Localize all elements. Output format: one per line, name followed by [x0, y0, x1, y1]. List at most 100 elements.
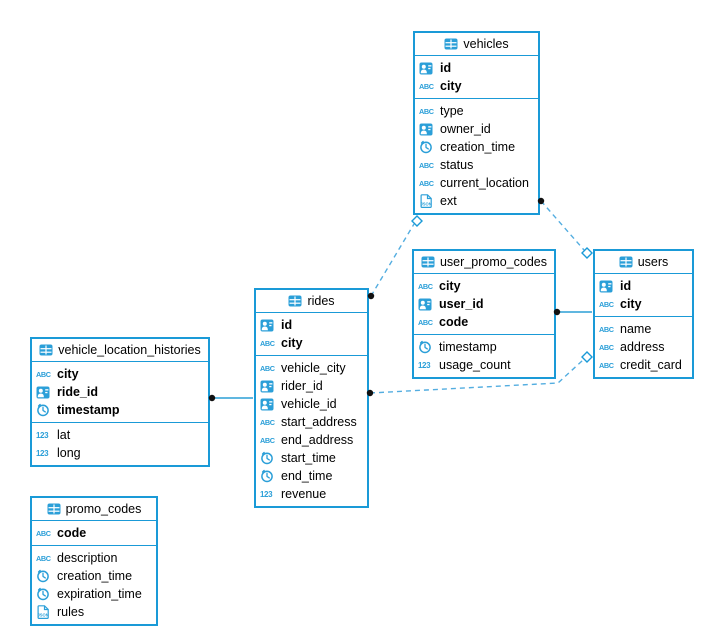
column-row[interactable]: end_time — [256, 467, 367, 485]
column-name: current_location — [440, 176, 529, 190]
svg-text:ABC: ABC — [599, 300, 615, 309]
column-row[interactable]: vehicle_id — [256, 395, 367, 413]
column-row[interactable]: ABC status — [415, 156, 538, 174]
column-row[interactable]: user_id — [414, 295, 554, 313]
id-badge-icon — [599, 280, 616, 293]
column-row[interactable]: ABC city — [595, 295, 692, 313]
column-row[interactable]: ABC end_address — [256, 431, 367, 449]
svg-text:ABC: ABC — [419, 161, 435, 170]
abc-text-icon: ABC — [419, 81, 436, 91]
column-name: expiration_time — [57, 587, 142, 601]
table-user-promo-codes[interactable]: user_promo_codes ABC city user_id ABC co… — [412, 249, 556, 379]
column-row[interactable]: ABC code — [414, 313, 554, 331]
column-row[interactable]: ABC city — [32, 365, 208, 383]
column-name: revenue — [281, 487, 327, 501]
relationship-user_promo_codes-users[interactable] — [553, 308, 592, 316]
svg-text:ABC: ABC — [418, 282, 434, 291]
svg-text:ABC: ABC — [599, 361, 615, 370]
table-header[interactable]: user_promo_codes — [414, 251, 554, 274]
column-name: timestamp — [439, 340, 497, 354]
abc-text-icon: ABC — [260, 417, 277, 427]
table-rides[interactable]: rides id ABC city ABC vehicle_city rider… — [254, 288, 369, 508]
abc-text-icon: ABC — [599, 299, 616, 309]
table-header[interactable]: vehicles — [415, 33, 538, 56]
column-name: timestamp — [57, 403, 120, 417]
column-row[interactable]: ABC address — [595, 338, 692, 356]
table-icon — [39, 344, 53, 356]
column-row[interactable]: start_time — [256, 449, 367, 467]
column-row[interactable]: ABC type — [415, 102, 538, 120]
primary-key-section: id ABC city — [415, 56, 538, 98]
abc-text-icon: ABC — [260, 363, 277, 373]
column-row[interactable]: ABC current_location — [415, 174, 538, 192]
column-name: code — [439, 315, 469, 329]
column-name: id — [620, 279, 632, 293]
column-row[interactable]: ride_id — [32, 383, 208, 401]
column-row[interactable]: ABC city — [415, 77, 538, 95]
table-promo-codes[interactable]: promo_codes ABC code ABC description cre… — [30, 496, 158, 626]
table-vehicles[interactable]: vehicles id ABC city ABC type owner_id — [413, 31, 540, 215]
column-name: city — [281, 336, 303, 350]
column-name: id — [440, 61, 452, 75]
relationship-diamond-end — [581, 351, 593, 363]
column-name: start_address — [281, 415, 357, 429]
column-row[interactable]: rider_id — [256, 377, 367, 395]
primary-key-section: id ABC city — [595, 274, 692, 316]
column-row[interactable]: 123 long — [32, 444, 208, 462]
column-row[interactable]: expiration_time — [32, 585, 156, 603]
column-section: ABC description creation_time expiration… — [32, 545, 156, 624]
primary-key-section: ABC city user_id ABC code — [414, 274, 554, 334]
column-row[interactable]: ABC name — [595, 320, 692, 338]
abc-text-icon: ABC — [36, 553, 53, 563]
column-name: usage_count — [439, 358, 511, 372]
column-row[interactable]: ABC code — [32, 524, 156, 542]
column-row[interactable]: ABC start_address — [256, 413, 367, 431]
column-row[interactable]: id — [256, 316, 367, 334]
column-row[interactable]: ABC vehicle_city — [256, 359, 367, 377]
column-row[interactable]: owner_id — [415, 120, 538, 138]
abc-text-icon: ABC — [419, 178, 436, 188]
relationship-vehicle_location_histories-rides[interactable] — [208, 394, 253, 402]
table-header[interactable]: vehicle_location_histories — [32, 339, 208, 362]
table-name: rides — [307, 294, 335, 308]
column-row[interactable]: id — [415, 59, 538, 77]
column-row[interactable]: ABC description — [32, 549, 156, 567]
svg-text:ABC: ABC — [418, 318, 434, 327]
column-row[interactable]: 123 lat — [32, 426, 208, 444]
id-badge-icon — [260, 380, 277, 393]
column-row[interactable]: 123 usage_count — [414, 356, 554, 374]
column-row[interactable]: ABC city — [414, 277, 554, 295]
column-row[interactable]: ABC credit_card — [595, 356, 692, 374]
abc-text-icon: ABC — [418, 317, 435, 327]
table-header[interactable]: rides — [256, 290, 367, 313]
id-badge-icon — [260, 319, 277, 332]
column-row[interactable]: timestamp — [32, 401, 208, 419]
column-name: lat — [57, 428, 71, 442]
column-row[interactable]: creation_time — [32, 567, 156, 585]
column-row[interactable]: 123 revenue — [256, 485, 367, 503]
column-row[interactable]: creation_time — [415, 138, 538, 156]
clock-icon — [418, 340, 435, 354]
svg-text:123: 123 — [36, 431, 49, 440]
column-row[interactable]: ABC city — [256, 334, 367, 352]
column-name: description — [57, 551, 118, 565]
abc-text-icon: ABC — [419, 106, 436, 116]
table-icon — [288, 295, 302, 307]
table-header[interactable]: promo_codes — [32, 498, 156, 521]
column-name: rules — [57, 605, 85, 619]
column-name: creation_time — [440, 140, 516, 154]
column-section: 123 lat 123 long — [32, 422, 208, 465]
column-row[interactable]: JSON ext — [415, 192, 538, 210]
abc-text-icon: ABC — [599, 342, 616, 352]
id-badge-icon — [419, 62, 436, 75]
table-users[interactable]: users id ABC city ABC name ABC address A… — [593, 249, 694, 379]
column-row[interactable]: id — [595, 277, 692, 295]
table-vehicle-location-histories[interactable]: vehicle_location_histories ABC city ride… — [30, 337, 210, 467]
column-name: city — [440, 79, 462, 93]
column-row[interactable]: timestamp — [414, 338, 554, 356]
table-header[interactable]: users — [595, 251, 692, 274]
svg-text:ABC: ABC — [599, 343, 615, 352]
column-name: ride_id — [57, 385, 98, 399]
column-row[interactable]: JSON rules — [32, 603, 156, 621]
svg-text:ABC: ABC — [260, 436, 276, 445]
